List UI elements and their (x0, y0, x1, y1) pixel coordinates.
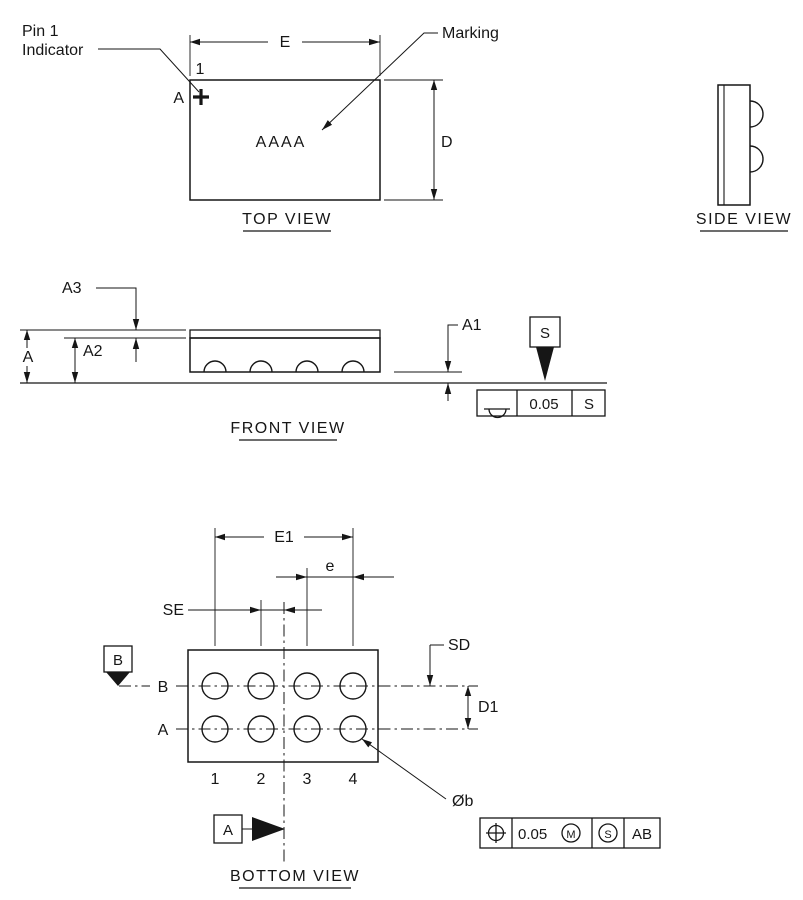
pin1-indicator-label-line2: Indicator (22, 42, 84, 59)
marking-callout-label: Marking (442, 25, 499, 42)
top-view-title: TOP VIEW (242, 211, 332, 228)
pin1-number-label: 1 (196, 61, 205, 78)
front-fcf-datum: S (584, 396, 594, 413)
bottom-fcf-datum-s: S (604, 829, 611, 841)
dim-a1-label: A1 (462, 317, 482, 334)
dim-se-label: SE (163, 602, 184, 619)
row-b-label: B (158, 679, 169, 696)
dim-a3-label: A3 (62, 280, 82, 297)
pad-b3 (293, 672, 321, 700)
front-bump-1 (203, 360, 227, 373)
ball-diameter-label: Øb (452, 793, 473, 810)
pad-b2 (247, 672, 275, 700)
top-datum-a-label: A (173, 90, 184, 107)
pin-number-2: 2 (257, 771, 266, 788)
pad-a3 (293, 715, 321, 743)
pad-a1 (201, 715, 229, 743)
front-view-body (189, 337, 381, 373)
datum-s-triangle-icon (536, 347, 554, 381)
pin1-indicator-label-line1: Pin 1 (22, 23, 59, 40)
pad-a2 (247, 715, 275, 743)
bottom-view-title: BOTTOM VIEW (230, 868, 360, 885)
dim-a2-label: A2 (83, 343, 103, 360)
dim-a1-leader (444, 324, 458, 372)
bottom-view: E1 e SE B A SD D1 1 2 3 4 B (103, 528, 661, 889)
front-bump-3 (295, 360, 319, 373)
pad-b4 (339, 672, 367, 700)
pad-b1 (201, 672, 229, 700)
marking-text: AAAA (256, 134, 307, 151)
top-view: E D 1 A Pin 1 Indicator Marking AAAA TOP… (22, 23, 499, 232)
pin-number-3: 3 (303, 771, 312, 788)
datum-s-circle-icon (598, 823, 618, 843)
pin-number-1: 1 (211, 771, 220, 788)
dim-a-label: A (23, 349, 34, 366)
pin1-cross-icon (193, 89, 209, 105)
side-view-bump-1 (749, 100, 764, 128)
pad-a4 (339, 715, 367, 743)
datum-b-label: B (113, 652, 123, 669)
pin1-indicator-leader (98, 48, 200, 93)
side-view-bump-2 (749, 145, 764, 173)
front-fcf-tolerance: 0.05 (529, 396, 558, 413)
dim-e-label: E (280, 34, 291, 51)
bottom-fcf-frame (479, 817, 661, 849)
datum-a-label: A (223, 822, 233, 839)
front-bump-4 (341, 360, 365, 373)
marking-leader (321, 32, 438, 131)
side-view: SIDE VIEW (696, 84, 792, 232)
bottom-fcf-tolerance: 0.05 (518, 826, 547, 843)
front-fcf-frame (476, 389, 606, 417)
row-a-label: A (158, 722, 169, 739)
dim-e1-label: E1 (274, 529, 294, 546)
datum-s-label: S (540, 325, 550, 342)
datum-b-triangle-icon (106, 672, 130, 686)
pin-number-4: 4 (349, 771, 358, 788)
dim-d-label: D (441, 134, 453, 151)
dim-sd-label: SD (448, 637, 470, 654)
bottom-fcf-datum-refs: AB (632, 826, 652, 843)
datum-a-triangle-icon (252, 817, 285, 841)
bottom-fcf-material-modifier: M (566, 829, 575, 841)
ball-diameter-leader (361, 738, 447, 800)
front-view-lid (189, 329, 381, 339)
dim-e-pitch-label: e (326, 558, 335, 575)
front-view-title: FRONT VIEW (230, 420, 345, 437)
material-modifier-circle-icon (561, 823, 581, 843)
top-view-package-outline (189, 79, 381, 201)
side-view-title: SIDE VIEW (696, 211, 792, 228)
front-view: A A2 A3 A1 S 0.05 S FRONT VIEW (20, 280, 607, 441)
front-bump-2 (249, 360, 273, 373)
bottom-view-package-outline (187, 649, 379, 763)
seating-plane-symbol-icon (488, 408, 507, 419)
dim-d1-label: D1 (478, 699, 499, 716)
dim-a3-leader-top (96, 287, 140, 330)
side-view-package-outline (717, 84, 751, 206)
